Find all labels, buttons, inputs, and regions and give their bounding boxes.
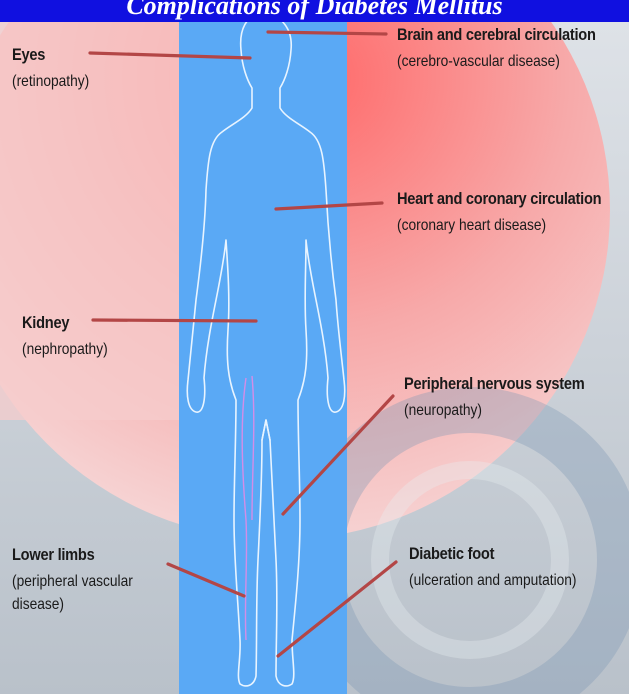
- label-eyes-name: Eyes: [12, 45, 89, 65]
- connector-brain: [268, 32, 386, 34]
- label-nerves: Peripheral nervous system (neuropathy): [404, 374, 614, 422]
- label-eyes-desc: (retinopathy): [12, 70, 89, 93]
- label-lower-limbs-desc-1: (peripheral vascular: [12, 570, 133, 593]
- connector-lower-limbs: [168, 564, 244, 596]
- label-lower-limbs-name: Lower limbs: [12, 545, 133, 565]
- label-kidney-name: Kidney: [22, 313, 108, 333]
- label-brain-desc: (cerebro-vascular disease): [397, 50, 596, 73]
- title-bar: Complications of Diabetes Mellitus: [0, 0, 629, 22]
- label-kidney: Kidney (nephropathy): [22, 313, 122, 361]
- label-heart-desc: (coronary heart disease): [397, 214, 601, 237]
- connector-foot: [278, 562, 396, 656]
- label-nerves-desc: (neuropathy): [404, 399, 584, 422]
- connector-heart: [276, 203, 382, 209]
- page-title: Complications of Diabetes Mellitus: [0, 0, 629, 21]
- connector-nerves: [283, 396, 393, 514]
- label-lower-limbs: Lower limbs (peripheral vascular disease…: [12, 545, 153, 616]
- label-eyes: Eyes (retinopathy): [12, 45, 102, 93]
- label-foot: Diabetic foot (ulceration and amputation…: [409, 544, 604, 592]
- label-lower-limbs-desc-2: disease): [12, 593, 133, 616]
- label-brain-name: Brain and cerebral circulation: [397, 25, 596, 45]
- label-foot-desc: (ulceration and amputation): [409, 569, 577, 592]
- label-brain: Brain and cerebral circulation (cerebro-…: [397, 25, 628, 73]
- label-kidney-desc: (nephropathy): [22, 338, 108, 361]
- label-foot-name: Diabetic foot: [409, 544, 577, 564]
- connector-eyes: [90, 53, 250, 58]
- label-heart-name: Heart and coronary circulation: [397, 189, 601, 209]
- label-heart: Heart and coronary circulation (coronary…: [397, 189, 629, 237]
- label-nerves-name: Peripheral nervous system: [404, 374, 584, 394]
